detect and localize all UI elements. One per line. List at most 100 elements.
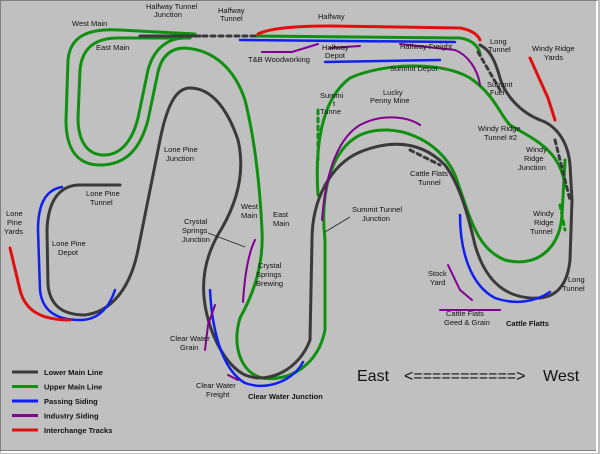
label-windy-ridge-yards: Windy Ridge [532,44,575,53]
label-cattle-flats-tunnel-2: Tunnel [418,178,441,187]
label-west-main-mid-2: Main [241,211,257,220]
lone-pine-passing [36,185,117,322]
label-crystal-springs-brewing-3: Brewing [256,279,283,288]
clear-water-freight-siding [227,374,239,381]
label-east-main-mid: East [273,210,289,219]
label-lone-pine-junction: Lone Pine [164,145,198,154]
label-crystal-springs-brewing: Crystal [258,261,282,270]
upper-main-line [64,28,567,381]
label-windy-ridge-junction-3: Junction [518,163,546,172]
label-lucky-penny: Lucky [383,88,403,97]
label-windy-ridge-tunnel: Windy [533,209,554,218]
upper-main-east-main-west [76,36,192,157]
direction-arrow: <===========> [404,368,525,385]
label-summit-depot: Summit Depot [390,64,438,73]
label-west-main-top: West Main [72,19,107,28]
label-west-main-mid: West [241,202,259,211]
label-long-tunnel-bottom: Long [568,275,585,284]
label-lone-pine-tunnel-2: Tunnel [90,198,113,207]
tunnel-dashes [80,34,572,232]
label-lone-pine-depot-2: Depot [58,248,79,257]
label-long-tunnel-top: Long [490,37,507,46]
halfway-depot-siding [329,45,361,49]
label-halfway-tunnel-2: Tunnel [220,14,243,23]
label-tb-woodworking: T&B Woodworking [248,55,310,64]
label-cattle-flats-feed: Cattle Flats [446,309,484,318]
label-lone-pine-yards: Lone [6,209,23,218]
label-clear-water-junction: Clear Water Junction [248,392,323,401]
label-clear-water-grain-2: Grain [180,343,198,352]
label-stock-yard-2: Yard [430,278,445,287]
halfway-freight-siding [399,43,481,86]
legend-label: Passing Siding [44,397,98,406]
label-halfway-tunnel-junction: Halfway Tunnel [146,2,198,11]
upper-main-summit-loop [315,64,567,197]
label-east-main-mid-2: Main [273,219,289,228]
crystal-springs-siding [242,239,256,303]
label-windy-ridge-junction: Windy [526,145,547,154]
windy-ridge-dash-green [558,203,567,232]
cattle-flats-tunnel-dash [408,148,442,167]
label-stock-yard: Stock [428,269,447,278]
label-long-tunnel-top-2: Tunnel [488,45,511,54]
label-lucky-penny-2: Penny Mine [370,96,410,105]
label-summit-tunnel-3: Tunne [320,107,341,116]
direction-east: East [357,368,390,385]
lower-main-windy [478,43,574,202]
stock-yard-siding [447,264,473,301]
clear-water-passing [208,288,305,388]
label-summit-tunnel-junction-2: Junction [362,214,390,223]
label-cattle-flats-tunnel: Cattle Flats [410,169,448,178]
label-east-main-top: East Main [96,43,129,52]
label-summit-tunnel: Summi [320,91,344,100]
label-lone-pine-junction-2: Junction [166,154,194,163]
label-clear-water-freight-2: Freight [206,390,230,399]
lone-pine-interchange [8,246,72,322]
label-summit-tunnel-junction: Summit Tunnel [352,205,402,214]
label-lone-pine-yards-2: Pine [7,218,22,227]
label-crystal-springs-junction-2: Springs [182,226,208,235]
label-crystal-springs-junction: Crystal [184,217,208,226]
label-lone-pine-yards-3: Yards [4,227,23,236]
pointer-arrows [207,216,351,248]
labels: West Main East Main Halfway Tunnel Junct… [4,2,585,401]
label-cattle-flats: Cattle Flatts [506,319,549,328]
label-lone-pine-tunnel: Lone Pine [86,189,120,198]
label-halfway: Halfway [318,12,345,21]
industry-sidings [204,43,501,381]
legend-label: Lower Main Line [44,368,103,377]
label-summit-fuel: Summit [487,80,513,89]
label-halfway-freight: Halfway Freight [400,42,453,51]
summit-passing [323,58,442,64]
halfway-passing [238,38,457,44]
label-clear-water-grain: Clear Water [170,334,210,343]
halfway-interchange [256,24,482,42]
long-tunnel-dash [476,50,502,92]
label-windy-ridge-tunnel2-2: Tunnel #2 [484,133,517,142]
label-long-tunnel-bottom-2: Tunnel [562,284,585,293]
label-lone-pine-depot: Lone Pine [52,239,86,248]
windy-ridge-tunnel-dash [553,138,572,202]
upper-main-east-loop [235,128,567,381]
label-halfway-depot-2: Depot [325,51,346,60]
direction-indicator: East <===========> West [357,368,580,385]
crystal-springs-pointer [207,232,246,248]
lucky-penny-siding [321,116,421,221]
label-windy-ridge-yards-2: Yards [544,53,563,62]
label-summit-tunnel-2: t [333,99,336,108]
label-windy-ridge-tunnel2: Windy Ridge [478,124,521,133]
label-halfway-tunnel: Halfway [218,6,245,15]
interchange-tracks [8,24,557,322]
direction-west: West [543,368,580,385]
legend-label: Upper Main Line [44,383,102,392]
summit-tunnel-junction-pointer [324,216,351,233]
label-halfway-tunnel-junction-2: Junction [154,10,182,19]
clear-water-grain-siding [204,304,216,351]
tb-woodworking-siding [261,43,319,53]
legend-label: Interchange Tracks [44,426,112,435]
label-cattle-flats-feed-2: Geed & Grain [444,318,490,327]
cattle-flats-passing [458,213,552,304]
label-windy-ridge-junction-2: Ridge [524,154,544,163]
